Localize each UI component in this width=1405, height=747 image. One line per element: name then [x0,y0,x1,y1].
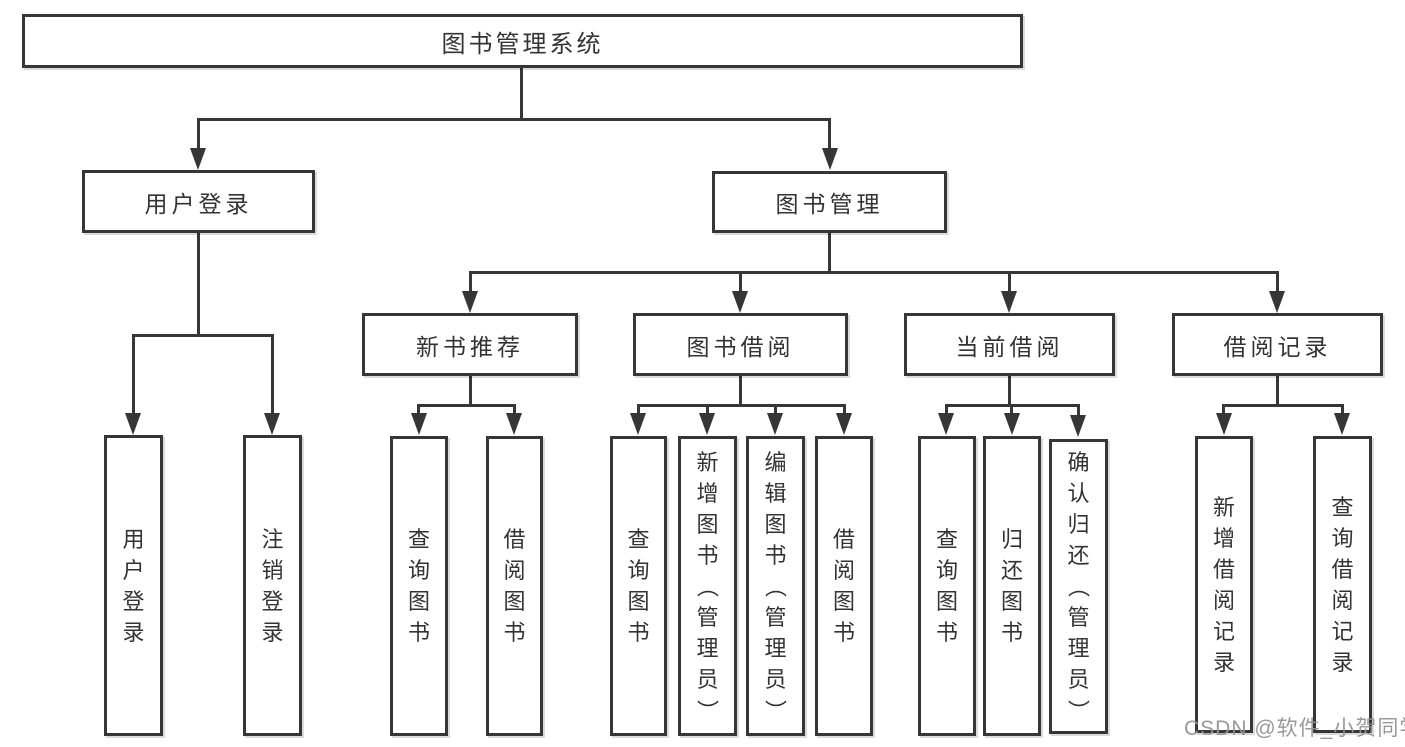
node-cb-confirm-return: 确认归还（管理员） [1049,439,1108,734]
stub-rec-query [417,404,420,415]
node-bb-borrow-books-label: 借阅图书 [832,527,855,645]
node-leaf-user-login-label: 用户登录 [122,526,145,645]
connector-stub-book-borrow [739,271,742,293]
node-bb-query-books-label: 查询图书 [627,527,650,645]
connector-stub-user-login [197,118,200,150]
connector-new-book-rec-hbar [417,404,516,407]
node-leaf-logout: 注销登录 [243,435,302,736]
connector-stub-book-mgmt [828,118,831,150]
node-cb-query-books: 查询图书 [918,436,976,736]
node-new-book-rec-label: 新书推荐 [416,333,524,360]
stub-bb-borrow [843,404,846,415]
node-br-query-record-label: 查询借阅记录 [1331,494,1354,675]
stub-rec-borrow [513,404,516,415]
arrow-into-br-query [1334,413,1350,435]
connector-current-borrow-down [1008,376,1011,407]
arrow-into-bb-edit [767,413,783,435]
arrow-into-book-borrow [732,291,748,313]
connector-borrow-records-hbar [1222,404,1344,407]
node-book-mgmt: 图书管理 [712,171,947,233]
stub-bb-add [706,404,709,415]
node-br-add-record: 新增借阅记录 [1195,436,1253,733]
node-leaf-user-login: 用户登录 [104,435,163,736]
stub-bb-edit [774,404,777,415]
node-br-add-record-label: 新增借阅记录 [1212,494,1235,675]
arrow-into-rec-borrow [506,413,522,435]
stub-br-add [1222,404,1225,415]
node-book-mgmt-label: 图书管理 [775,191,884,217]
connector-new-book-rec-down [469,376,472,407]
connector-root-down [520,68,523,118]
node-cb-confirm-return-label: 确认归还（管理员） [1065,450,1091,722]
node-root: 图书管理系统 [22,14,1023,68]
node-bb-add-books-label: 新增图书（管理员） [694,449,720,722]
connector-book-mgmt-down [828,233,831,273]
arrow-into-bb-add [699,413,715,435]
connector-level3-hbar [469,271,1279,274]
csdn-watermark: CSDN @软件_小贺同学 [1184,717,1405,740]
stub-cb-query [945,404,948,415]
node-cb-return-books-label: 归还图书 [1000,527,1023,645]
node-rec-query-books-label: 查询图书 [407,527,430,645]
node-bb-add-books: 新增图书（管理员） [678,436,737,736]
node-rec-borrow-books-label: 借阅图书 [503,527,526,645]
stub-cb-return [1010,404,1013,415]
node-new-book-rec: 新书推荐 [362,313,578,376]
node-cb-query-books-label: 查询图书 [935,527,958,645]
connector-stub-current-borrow [1008,271,1011,293]
connector-borrow-records-down [1276,376,1279,407]
node-user-login: 用户登录 [82,170,315,233]
arrow-into-cb-return [1004,413,1020,435]
node-bb-edit-books: 编辑图书（管理员） [746,436,805,736]
arrow-into-book-mgmt [822,148,838,170]
connector-book-borrow-hbar [637,404,846,407]
node-borrow-records-label: 借阅记录 [1223,333,1332,360]
arrow-into-new-book-rec [462,291,478,313]
node-rec-borrow-books: 借阅图书 [486,436,543,736]
stub-br-query [1341,404,1344,415]
arrow-into-cb-query [938,413,954,435]
stub-bb-query [637,404,640,415]
connector-stub-leaf-user-login [132,334,135,415]
arrow-into-br-add [1216,413,1232,435]
node-borrow-records: 借阅记录 [1172,313,1383,376]
node-book-borrow: 图书借阅 [633,313,848,376]
arrow-into-leaf-user-login [125,413,141,435]
arrow-into-bb-borrow [836,413,852,435]
node-current-borrow: 当前借阅 [904,313,1115,376]
node-user-login-label: 用户登录 [144,190,253,217]
connector-user-login-down [197,233,200,335]
node-bb-edit-books-label: 编辑图书（管理员） [762,449,788,722]
arrow-into-rec-query [411,413,427,435]
arrow-into-borrow-records [1269,291,1285,313]
connector-level1-hbar [197,118,831,121]
node-root-label: 图书管理系统 [441,30,604,58]
arrow-into-bb-query [630,413,646,435]
node-br-query-record: 查询借阅记录 [1313,436,1372,733]
connector-book-borrow-down [739,376,742,407]
node-bb-borrow-books: 借阅图书 [815,436,873,736]
node-bb-query-books: 查询图书 [610,436,667,736]
stub-cb-confirm [1077,404,1080,415]
node-current-borrow-label: 当前借阅 [955,333,1064,360]
connector-stub-borrow-records [1276,271,1279,293]
connector-stub-leaf-logout [271,334,274,415]
arrow-into-current-borrow [1001,291,1017,313]
node-cb-return-books: 归还图书 [983,436,1041,736]
connector-stub-new-book-rec [469,271,472,293]
arrow-into-user-login [190,148,206,170]
node-rec-query-books: 查询图书 [390,436,448,736]
arrow-into-cb-confirm [1070,415,1086,437]
node-leaf-logout-label: 注销登录 [261,526,284,645]
node-book-borrow-label: 图书借阅 [686,333,795,360]
connector-user-login-hbar [132,334,274,337]
arrow-into-leaf-logout [264,413,280,435]
